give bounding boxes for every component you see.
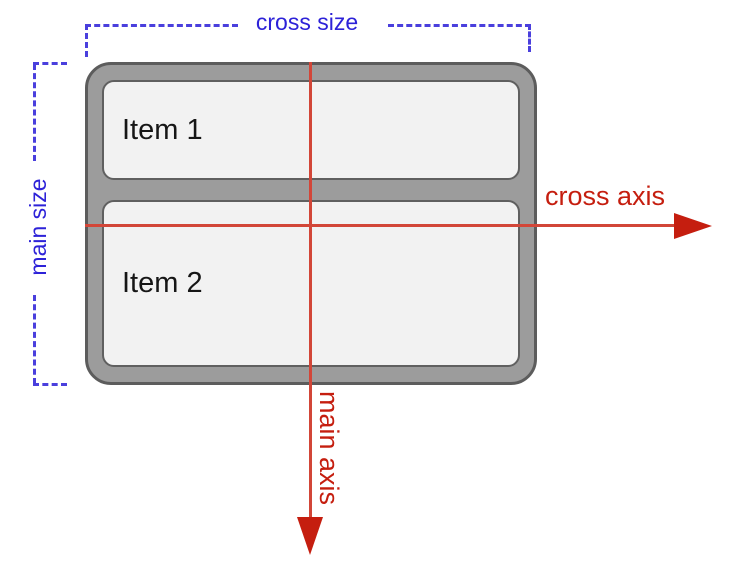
cross-size-label: cross size	[255, 9, 359, 35]
cross-axis-line	[85, 224, 677, 227]
main-size-bracket-top-dash	[33, 64, 36, 161]
cross-size-bracket-right-tick	[528, 24, 531, 52]
main-axis-arrowhead-icon	[297, 517, 323, 555]
main-size-label: main size	[25, 178, 51, 276]
cross-axis-label: cross axis	[544, 181, 666, 211]
flex-item-1-label: Item 1	[122, 113, 203, 146]
main-size-bracket-bottom-tick	[33, 383, 67, 386]
cross-size-bracket-right-dash	[388, 24, 531, 27]
flex-item-2-label: Item 2	[122, 267, 203, 299]
cross-size-bracket-left-tick	[85, 24, 88, 57]
main-axis-label: main axis	[314, 390, 344, 506]
cross-size-bracket-left-dash	[85, 24, 238, 27]
main-axis-line	[309, 62, 312, 519]
cross-axis-arrowhead-icon	[674, 213, 712, 239]
main-size-bracket-bottom-dash	[33, 295, 36, 384]
main-size-bracket-top-tick	[33, 62, 67, 65]
